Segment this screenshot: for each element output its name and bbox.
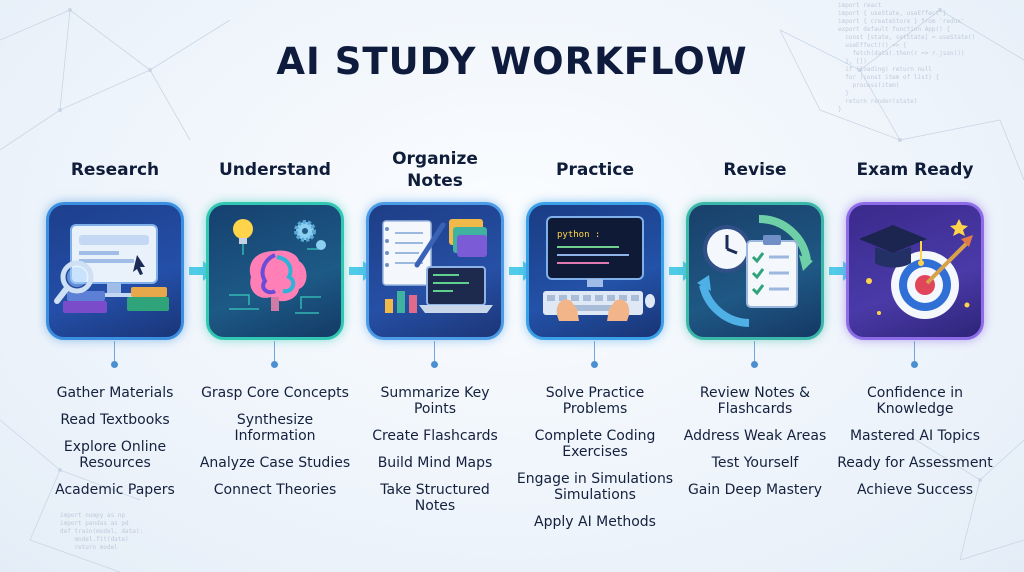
list-item: Review Notes & Flashcards	[699, 385, 811, 417]
connector-dot	[271, 361, 278, 368]
list-item: Solve Practice Problems	[545, 385, 645, 417]
computer-books-magnifier-icon	[54, 224, 169, 313]
stage-items: Solve Practice Problems Complete Coding …	[514, 385, 676, 541]
notebook-laptop-folders-icon	[382, 219, 493, 313]
list-item: Build Mind Maps	[377, 455, 493, 471]
list-item: Confidence in Knowledge	[867, 385, 963, 417]
list-item: Take Structured Notes	[380, 482, 490, 514]
graduation-cap-target-icon	[859, 219, 973, 319]
stage-tile: python :	[526, 202, 664, 340]
stage-understand: Understand Grasp Core Concepts Synthesiz…	[200, 0, 350, 572]
stage-research: Research Gather Materials Read Textbooks…	[40, 0, 190, 572]
stage-tile	[206, 202, 344, 340]
stage-practice: Practice python : Solve Practice Problem…	[517, 0, 673, 572]
list-item: Read Textbooks	[60, 412, 170, 428]
stage-title: Practice	[556, 160, 634, 180]
connector-line	[114, 341, 115, 365]
connector-dot	[751, 361, 758, 368]
connector-dot	[911, 361, 918, 368]
stage-items: Confidence in Knowledge Mastered AI Topi…	[834, 385, 996, 509]
list-item: Grasp Core Concepts	[201, 385, 349, 401]
stage-tile	[46, 202, 184, 340]
stage-tile	[366, 202, 504, 340]
connector-line	[754, 341, 755, 365]
list-item: Apply AI Methods	[534, 514, 656, 530]
connector-line	[914, 341, 915, 365]
list-item: Test Yourself	[711, 455, 799, 471]
list-item: Connect Theories	[213, 482, 337, 498]
background-code-decoration: import react import { useState, useEffec…	[838, 2, 976, 113]
brain-lightbulb-gears-icon	[229, 219, 326, 314]
stage-title: Research	[70, 160, 160, 180]
list-item: Mastered AI Topics	[849, 428, 981, 444]
screen-code-text: python :	[557, 230, 600, 240]
list-item: Ready for Assessment	[837, 455, 993, 471]
connector-line	[434, 341, 435, 365]
list-item: Analyze Case Studies	[199, 455, 351, 471]
list-item: Synthesize Information	[234, 412, 316, 444]
list-item: Engage in Simulations Simulations	[516, 471, 674, 503]
stage-items: Summarize Key Points Create Flashcards B…	[354, 385, 516, 525]
stage-tile	[846, 202, 984, 340]
list-item: Academic Papers	[55, 482, 175, 498]
clock-checklist-cycle-icon	[697, 214, 813, 327]
page-title: AI STUDY WORKFLOW	[276, 40, 748, 83]
connector-dot	[591, 361, 598, 368]
connector-line	[274, 341, 275, 365]
list-item: Summarize Key Points	[380, 385, 490, 417]
list-item: Achieve Success	[856, 482, 974, 498]
coding-monitor-keyboard-icon: python :	[543, 216, 655, 321]
stage-items: Gather Materials Read Textbooks Explore …	[34, 385, 196, 509]
list-item: Complete Coding Exercises	[534, 428, 656, 460]
connector-dot	[431, 361, 438, 368]
stage-items: Grasp Core Concepts Synthesize Informati…	[194, 385, 356, 509]
stage-title: Revise	[723, 160, 787, 180]
list-item: Explore Online Resources	[63, 439, 167, 471]
stage-tile	[686, 202, 824, 340]
connector-dot	[111, 361, 118, 368]
list-item: Create Flashcards	[372, 428, 498, 444]
list-item: Gain Deep Mastery	[687, 482, 823, 498]
stage-title: Exam Ready	[856, 160, 974, 180]
stage-title: Understand	[219, 160, 331, 180]
connector-line	[594, 341, 595, 365]
stage-title: Organize Notes	[392, 149, 478, 191]
list-item: Address Weak Areas	[683, 428, 827, 444]
stage-organize-notes: Organize Notes Summarize Key Points Crea…	[360, 0, 510, 572]
stage-items: Review Notes & Flashcards Address Weak A…	[674, 385, 836, 509]
list-item: Gather Materials	[56, 385, 174, 401]
stage-revise: Revise Review Notes & Flashcards Address…	[680, 0, 830, 572]
background-code-decoration: import numpy as np import pandas as pd d…	[60, 512, 144, 551]
stage-exam-ready: Exam Ready Confidence in Knowledge Maste…	[837, 0, 993, 572]
